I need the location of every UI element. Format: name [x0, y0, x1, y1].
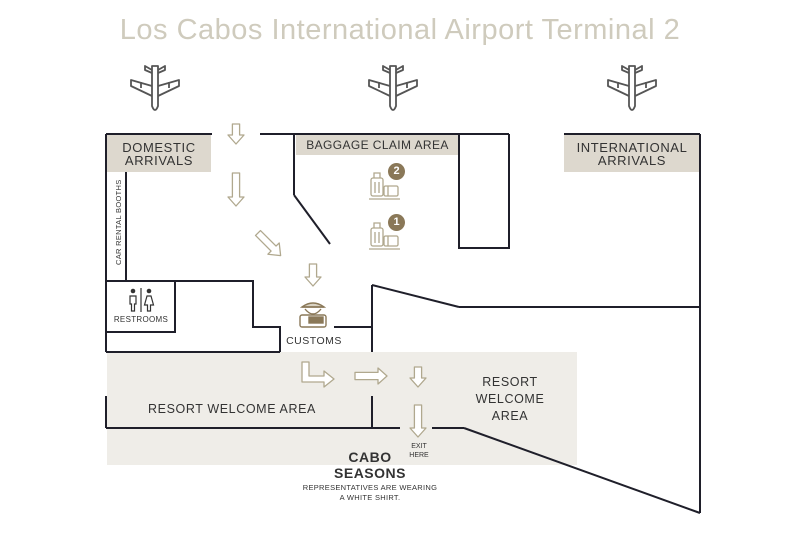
airplanes: [130, 65, 657, 111]
arrow-down-icon: [304, 263, 322, 287]
domestic-arrivals-label-1: DOMESTIC: [122, 140, 196, 155]
domestic-arrivals-label-2: ARRIVALS: [124, 153, 194, 168]
arrow-turn-right-icon: [301, 361, 335, 388]
carousel-1-badge: 1: [388, 214, 405, 231]
exit-label-1: EXIT: [411, 443, 427, 450]
international-arrivals-label-2: ARRIVALS: [597, 153, 667, 168]
international-arrivals-header: [564, 135, 700, 172]
luggage-icon: [369, 172, 400, 200]
exit-label-2: HERE: [409, 452, 429, 459]
airplane-icon: [130, 65, 180, 111]
restroom-icon: [129, 288, 155, 312]
international-arrivals-label-1: INTERNATIONAL: [576, 140, 688, 155]
cabo-note-1: REPRESENTATIVES ARE WEARING: [302, 483, 438, 492]
arrow-down-icon: [409, 366, 427, 388]
arrow-diagonal-icon: [254, 229, 282, 257]
cabo-seasons-label-2: SEASONS: [334, 465, 406, 481]
luggage-icon: [369, 222, 400, 250]
carousel-2-badge: 2: [388, 163, 405, 180]
cabo-note-2: A WHITE SHIRT.: [339, 493, 401, 502]
baggage-claim-header: [296, 135, 459, 155]
restrooms-label: RESTROOMS: [113, 315, 169, 324]
arrow-down-icon: [227, 172, 245, 207]
arrow-down-icon: [227, 123, 245, 145]
resort-welcome-area-fill: [107, 352, 577, 465]
customs-label: CUSTOMS: [286, 335, 342, 347]
terminal-walls: [105, 133, 701, 514]
resort-welcome-area-right-label-1: RESORT: [482, 375, 538, 389]
airplane-icon: [368, 65, 418, 111]
arrow-down-icon: [409, 404, 427, 438]
resort-welcome-area-right-label-3: AREA: [491, 409, 529, 423]
airplane-icon: [607, 65, 657, 111]
map-title: Los Cabos International Airport Terminal…: [119, 14, 681, 46]
customs-officer-icon: [299, 302, 327, 328]
cabo-seasons-label-1: CABO: [348, 449, 392, 465]
car-rental-booths-label: CAR RENTAL BOOTHS: [114, 179, 123, 265]
walking-arrows: [227, 123, 427, 438]
arrow-right-icon: [354, 367, 388, 385]
domestic-arrivals-header: [107, 135, 211, 172]
baggage-claim-label: BAGGAGE CLAIM AREA: [306, 138, 449, 152]
luggage-icons: [369, 172, 400, 250]
resort-welcome-area-right-label-2: WELCOME: [475, 392, 545, 406]
resort-welcome-area-left-label: RESORT WELCOME AREA: [148, 402, 316, 416]
